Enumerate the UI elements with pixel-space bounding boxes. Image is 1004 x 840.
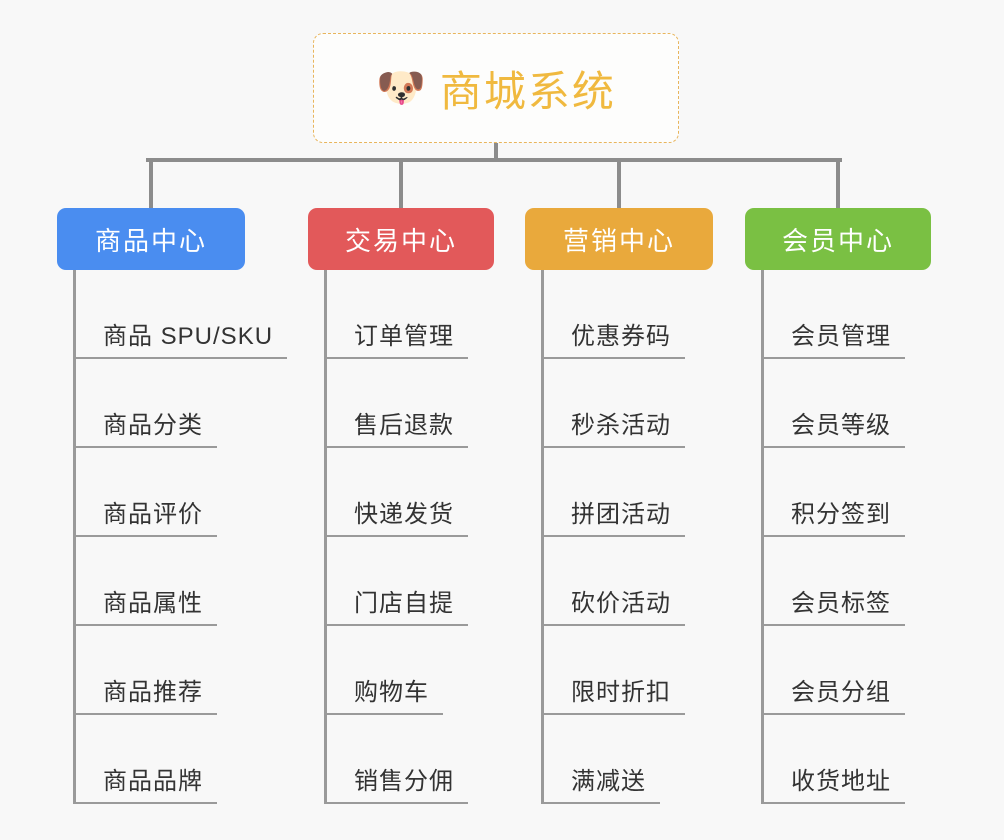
branch-item-list: 订单管理售后退款快递发货门店自提购物车销售分佣 bbox=[324, 270, 468, 804]
branch-item-label: 商品属性 bbox=[73, 583, 217, 626]
branch-item[interactable]: 会员标签 bbox=[761, 537, 905, 626]
branch-item[interactable]: 会员分组 bbox=[761, 626, 905, 715]
branch-item-label: 商品评价 bbox=[73, 494, 217, 537]
branch-item-label: 满减送 bbox=[541, 761, 660, 804]
branch-item-label: 快递发货 bbox=[324, 494, 468, 537]
branch-item[interactable]: 会员管理 bbox=[761, 270, 905, 359]
branch-item-label: 销售分佣 bbox=[324, 761, 468, 804]
branch-item[interactable]: 销售分佣 bbox=[324, 715, 468, 804]
root-title: 商城系统 bbox=[439, 67, 616, 115]
branch-item[interactable]: 拼团活动 bbox=[541, 448, 685, 537]
branch-item-label: 商品品牌 bbox=[73, 761, 217, 804]
branch-header-label: 商品中心 bbox=[94, 225, 207, 256]
branch-column: 营销中心 bbox=[525, 158, 713, 270]
root-stem-line bbox=[494, 143, 498, 162]
branch-item-label: 会员等级 bbox=[761, 405, 905, 448]
branch-item[interactable]: 购物车 bbox=[324, 626, 468, 715]
branch-item[interactable]: 砍价活动 bbox=[541, 537, 685, 626]
branch-column: 会员中心 bbox=[745, 158, 931, 270]
branch-item[interactable]: 商品分类 bbox=[73, 359, 287, 448]
branch-item-label: 砍价活动 bbox=[541, 583, 685, 626]
branch-header[interactable]: 交易中心 bbox=[308, 158, 494, 270]
branch-item[interactable]: 商品属性 bbox=[73, 537, 287, 626]
branch-item[interactable]: 门店自提 bbox=[324, 537, 468, 626]
branch-drop-line bbox=[617, 158, 621, 208]
branch-drop-line bbox=[399, 158, 403, 208]
branch-spine-line bbox=[324, 270, 327, 804]
branch-item-label: 门店自提 bbox=[324, 583, 468, 626]
branch-item[interactable]: 商品品牌 bbox=[73, 715, 287, 804]
branch-header-label: 交易中心 bbox=[344, 225, 457, 256]
branch-item[interactable]: 秒杀活动 bbox=[541, 359, 685, 448]
branch-item-label: 限时折扣 bbox=[541, 672, 685, 715]
branch-spine-line bbox=[73, 270, 76, 804]
branch-item[interactable]: 售后退款 bbox=[324, 359, 468, 448]
branch-item-list: 会员管理会员等级积分签到会员标签会员分组收货地址 bbox=[761, 270, 905, 804]
branch-spine-line bbox=[761, 270, 764, 804]
branch-item-label: 秒杀活动 bbox=[541, 405, 685, 448]
branch-item[interactable]: 优惠券码 bbox=[541, 270, 685, 359]
branch-column: 交易中心 bbox=[308, 158, 494, 270]
branch-item-label: 会员标签 bbox=[761, 583, 905, 626]
branch-header[interactable]: 商品中心 bbox=[57, 158, 245, 270]
branch-item[interactable]: 限时折扣 bbox=[541, 626, 685, 715]
dog-face-icon: 🐶 bbox=[376, 66, 426, 110]
branch-item-label: 订单管理 bbox=[324, 316, 468, 359]
root-node[interactable]: 🐶 商城系统 bbox=[313, 33, 679, 143]
branch-item-label: 购物车 bbox=[324, 672, 443, 715]
branch-item[interactable]: 订单管理 bbox=[324, 270, 468, 359]
branch-item[interactable]: 收货地址 bbox=[761, 715, 905, 804]
branch-item-label: 商品 SPU/SKU bbox=[73, 316, 288, 359]
branch-item-label: 积分签到 bbox=[761, 494, 905, 537]
branch-item-label: 会员管理 bbox=[761, 316, 905, 359]
branch-item-label: 售后退款 bbox=[324, 405, 468, 448]
branch-item-label: 商品推荐 bbox=[73, 672, 217, 715]
branch-bus-line bbox=[146, 158, 842, 162]
branch-item[interactable]: 商品评价 bbox=[73, 448, 287, 537]
branch-item[interactable]: 满减送 bbox=[541, 715, 685, 804]
branch-item[interactable]: 商品 SPU/SKU bbox=[73, 270, 288, 359]
branch-item-list: 优惠券码秒杀活动拼团活动砍价活动限时折扣满减送 bbox=[541, 270, 685, 804]
branch-item-label: 收货地址 bbox=[761, 761, 905, 804]
branch-item-label: 会员分组 bbox=[761, 672, 905, 715]
branch-item-label: 商品分类 bbox=[73, 405, 217, 448]
branch-column: 商品中心 bbox=[57, 158, 245, 270]
branch-item-label: 优惠券码 bbox=[541, 316, 685, 359]
branch-header-label: 营销中心 bbox=[562, 225, 675, 256]
branch-header-label: 会员中心 bbox=[781, 225, 894, 256]
branch-item-list: 商品 SPU/SKU 商品分类商品评价商品属性商品推荐商品品牌 bbox=[73, 270, 288, 804]
branch-item[interactable]: 快递发货 bbox=[324, 448, 468, 537]
branch-drop-line bbox=[149, 158, 153, 208]
branch-item-label: 拼团活动 bbox=[541, 494, 685, 537]
branch-spine-line bbox=[541, 270, 544, 804]
branch-drop-line bbox=[836, 158, 840, 208]
branch-header[interactable]: 会员中心 bbox=[745, 158, 931, 270]
branch-item[interactable]: 会员等级 bbox=[761, 359, 905, 448]
branch-item[interactable]: 积分签到 bbox=[761, 448, 905, 537]
branch-item[interactable]: 商品推荐 bbox=[73, 626, 287, 715]
branch-header[interactable]: 营销中心 bbox=[525, 158, 713, 270]
